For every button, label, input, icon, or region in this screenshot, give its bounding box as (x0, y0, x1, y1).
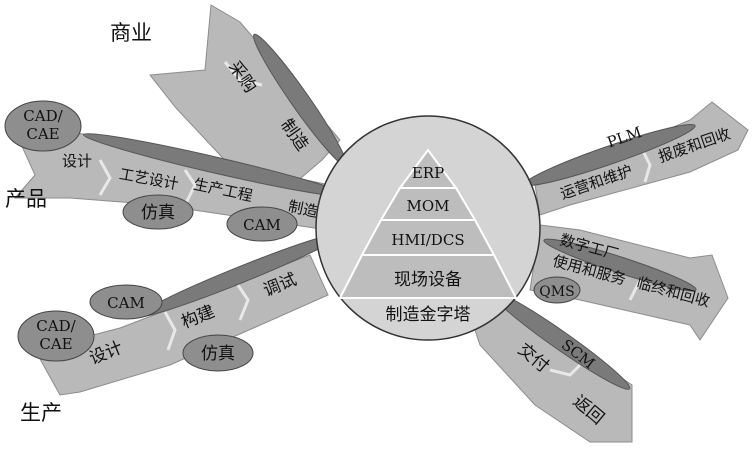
oval-cad-cae-product (4, 100, 82, 152)
oval-simulation-production (182, 334, 254, 372)
oval-cad-cae-product-label-2: CAE (26, 125, 59, 143)
chevron-divider (183, 169, 197, 206)
pyramid-label-mom: MOM (406, 197, 449, 215)
chevron-divider (549, 363, 582, 377)
oval-cam-production-label: CAM (107, 294, 145, 312)
oval-qms-label: QMS (539, 284, 574, 300)
pyramid-label-hmi: HMI/DCS (391, 231, 464, 249)
oval-cam-product-label: CAM (243, 216, 281, 234)
oval-cad-cae-production-label-2: CAE (39, 335, 72, 353)
oval-qms (533, 276, 581, 304)
pyramid-layer-field (338, 254, 518, 299)
oval-cad-cae-production (17, 310, 95, 362)
oval-cad-cae-product-label-1: CAD/ (23, 107, 63, 125)
chevron-divider (98, 159, 112, 196)
section-business: 商业 (110, 21, 152, 45)
oval-cam-production (89, 284, 163, 320)
oval-simulation-production-label: 仿真 (201, 344, 235, 364)
spindle-digital-factory (543, 238, 697, 292)
oval-cad-cae-production-label-1: CAD/ (36, 317, 76, 335)
product-stage-manufacturing: 制造 (286, 197, 319, 221)
pyramid-title: 制造金字塔 (386, 305, 471, 325)
oval-cam-product (226, 206, 298, 242)
section-product: 产品 (5, 187, 47, 211)
chevron-divider (236, 284, 250, 321)
oval-simulation-product-label: 仿真 (141, 203, 175, 223)
chevron-divider (163, 311, 177, 351)
pyramid-label-field: 现场设备 (394, 270, 462, 290)
oval-simulation-product (122, 194, 194, 230)
chevron-divider (223, 61, 263, 87)
pyramid-label-erp: ERP (412, 164, 444, 182)
product-stage-design: 设计 (62, 152, 92, 170)
section-production: 生产 (20, 401, 62, 425)
